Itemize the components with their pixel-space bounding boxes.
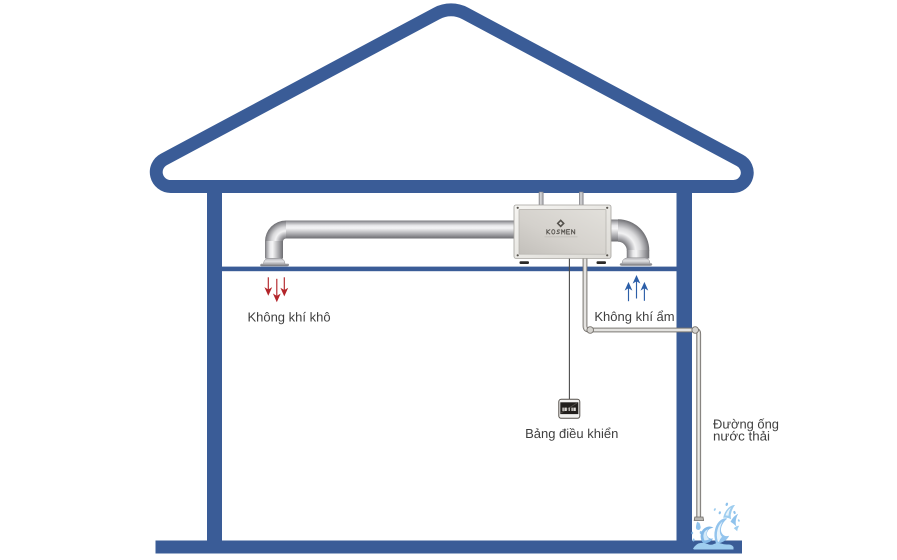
svg-text:Không khí khô: Không khí khô xyxy=(247,310,330,325)
svg-text:Bảng điều khiển: Bảng điều khiển xyxy=(525,426,618,441)
svg-text:Không khí ẩm: Không khí ẩm xyxy=(594,309,674,324)
svg-text:Đường ống: Đường ống xyxy=(713,417,779,432)
svg-text:nước thải: nước thải xyxy=(713,429,770,444)
